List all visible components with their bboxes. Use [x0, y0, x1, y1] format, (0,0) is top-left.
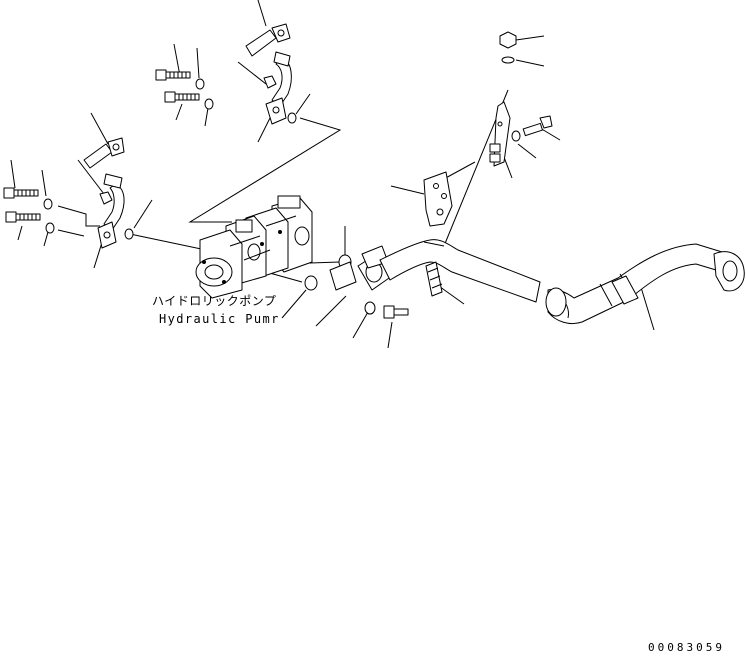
suction-bolt [383, 305, 409, 319]
left-hose-assembly [3, 137, 134, 249]
bracket-bolt [522, 115, 553, 137]
suction-hose [547, 243, 723, 325]
upper-o-ring [287, 112, 297, 124]
bracket-washer [511, 130, 521, 142]
left-hose-clamp [103, 173, 123, 189]
component-label-english: Hydraulic Pumr [159, 312, 280, 326]
upper-hose [271, 57, 292, 107]
upper-elbow-fitting [245, 23, 291, 57]
left-o-ring [124, 228, 134, 240]
hex-nut [499, 31, 517, 49]
suction-hose-clamp [611, 275, 639, 305]
pump-o-ring-2 [304, 275, 318, 291]
left-hose [103, 183, 125, 231]
suction-sensor [425, 261, 443, 297]
upper-bracket-assembly [489, 31, 553, 167]
upper-washer-2 [204, 98, 214, 110]
left-nut [99, 191, 113, 205]
left-washer-2 [45, 222, 55, 234]
upper-washer-1 [195, 78, 205, 90]
bracket-bolts [489, 143, 501, 163]
pipe-bracket [423, 171, 453, 227]
drawing-number: 00083059 [648, 641, 725, 654]
upper-hose-assembly [155, 23, 297, 125]
upper-bolt-1 [155, 69, 191, 81]
suction-pipe-assembly [304, 171, 745, 325]
nut-washer [501, 56, 515, 64]
left-washer-1 [43, 198, 53, 210]
component-label-japanese: ハイドロリックポンプ [152, 294, 277, 308]
left-elbow-fitting [83, 137, 125, 169]
suction-washer [364, 301, 376, 315]
hydraulic-pump [195, 195, 313, 299]
upper-bolt-2 [164, 91, 200, 103]
upper-nut [263, 75, 277, 89]
upper-hose-clamp [273, 51, 291, 67]
suction-elbow-flange [329, 261, 357, 291]
suction-pipe [379, 239, 541, 303]
left-bolt-1 [3, 187, 39, 199]
left-bolt-2 [5, 211, 41, 223]
